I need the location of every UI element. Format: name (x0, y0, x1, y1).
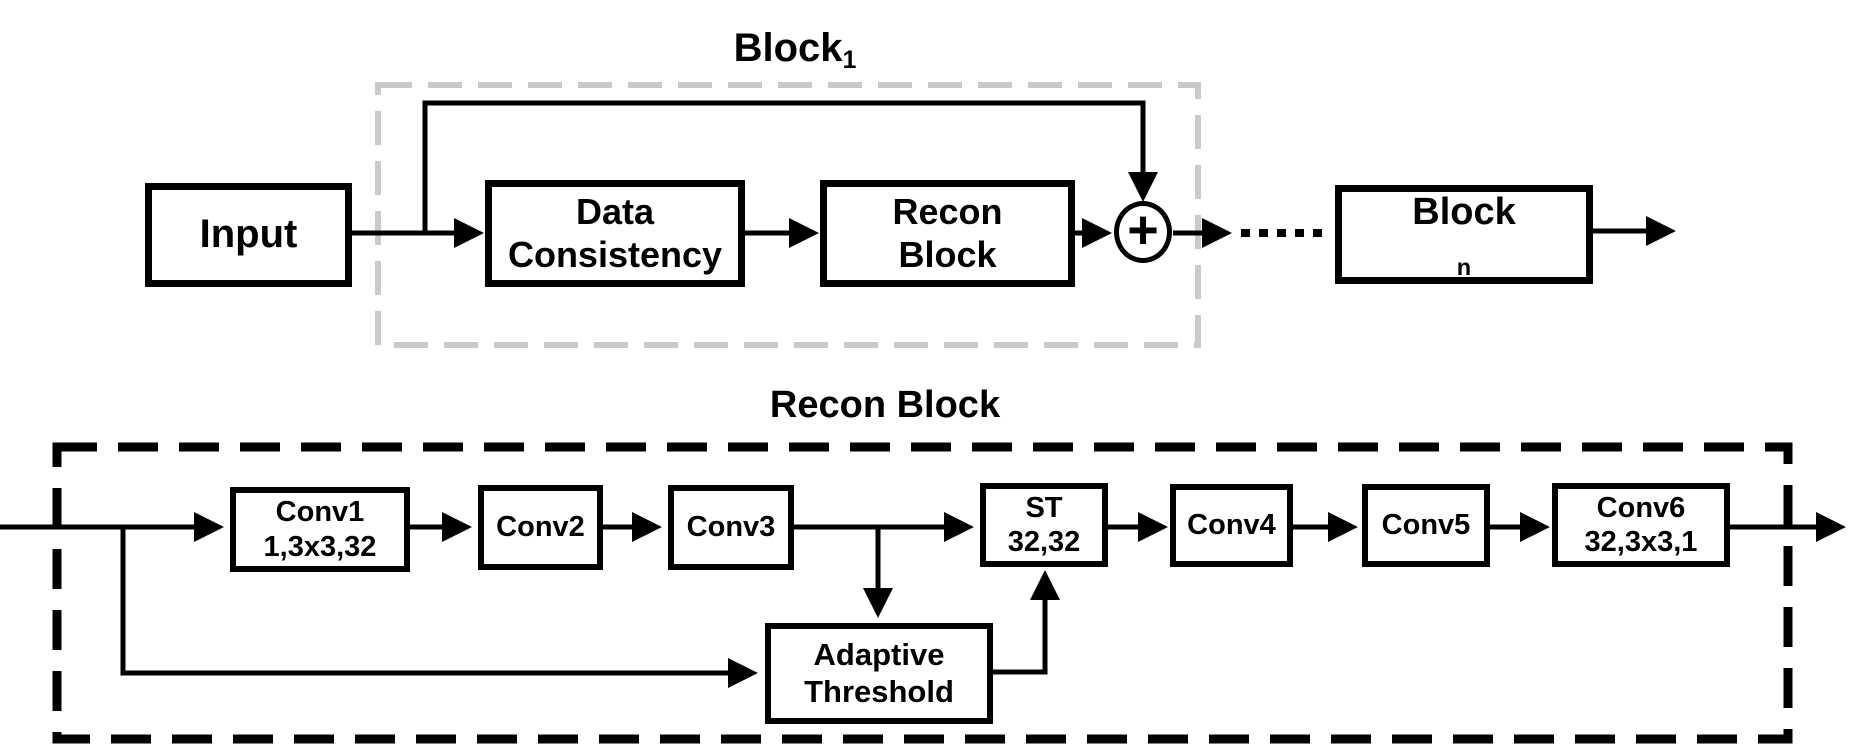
conv3-box: Conv3 (668, 485, 794, 570)
data-consistency-line2: Consistency (507, 233, 723, 275)
adaptive-threshold-box: Adaptive Threshold (765, 623, 993, 724)
skip-connection-line (422, 100, 1158, 233)
skip-line-to-adaptive-threshold (120, 527, 758, 688)
block1-title-text: Block (733, 26, 843, 70)
block1-dashed-boundary (375, 82, 1201, 348)
adaptive-threshold-line2: Threshold (804, 673, 954, 709)
conv4-label: Conv4 (1187, 509, 1276, 542)
arrow-adaptive-threshold-to-st (993, 570, 1060, 675)
st-line2: 32,32 (1007, 526, 1081, 558)
block-n-label: Block n (1412, 190, 1515, 280)
block-n-text: Block (1412, 190, 1516, 233)
recon-block-dashed-boundary (52, 442, 1793, 744)
block1-title: Block1 (595, 26, 995, 73)
conv4-box: Conv4 (1170, 484, 1293, 567)
conv1-box: Conv1 1,3x3,32 (230, 487, 410, 572)
input-box: Input (145, 183, 352, 287)
adder-node: + (1114, 201, 1172, 263)
adaptive-threshold-line1: Adaptive (813, 636, 945, 672)
conv2-box: Conv2 (478, 485, 603, 570)
recon-block-title: Recon Block (685, 386, 1085, 424)
conv2-label: Conv2 (496, 511, 585, 544)
conv5-label: Conv5 (1381, 509, 1471, 542)
block-n-subscript: n (1456, 254, 1472, 281)
conv6-line1: Conv6 (1596, 491, 1686, 524)
recon-block-line2: Block (898, 233, 997, 275)
conv5-box: Conv5 (1362, 484, 1490, 567)
data-consistency-line1: Data (575, 191, 655, 233)
st-box: ST 32,32 (980, 483, 1108, 567)
conv6-box: Conv6 32,3x3,1 (1552, 483, 1730, 567)
block-n-box: Block n (1335, 185, 1593, 284)
plus-icon: + (1127, 199, 1159, 260)
block1-title-subscript: 1 (842, 46, 857, 74)
recon-block-line1: Recon (892, 191, 1003, 233)
conv1-line1: Conv1 (275, 496, 365, 529)
st-line1: ST (1025, 491, 1063, 524)
data-consistency-box: Data Consistency (485, 180, 745, 287)
recon-block-box: Recon Block (820, 180, 1075, 287)
conv6-line2: 32,3x3,1 (1584, 526, 1698, 558)
conv1-line2: 1,3x3,32 (263, 530, 377, 563)
input-box-label: Input (199, 212, 298, 257)
recon-block-title-text: Recon Block (769, 384, 1001, 426)
conv3-label: Conv3 (686, 511, 776, 544)
